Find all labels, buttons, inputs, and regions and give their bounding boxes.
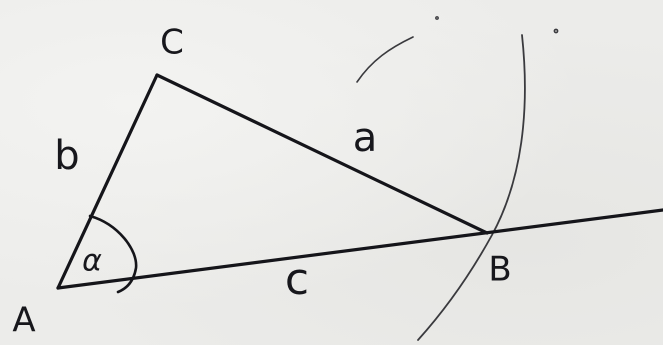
- side-c-line: [56, 208, 663, 290]
- side-a-line: [155, 73, 489, 235]
- angle-label-alpha: α: [82, 244, 102, 279]
- construction-mark: [356, 36, 414, 83]
- side-label-b: b: [54, 133, 79, 179]
- vertex-label-c: C: [160, 23, 184, 63]
- side-label-c: c: [285, 254, 309, 305]
- side-label-a: a: [353, 115, 378, 161]
- angle-alpha-arc: [88, 214, 138, 294]
- construction-dot-2: [553, 28, 559, 34]
- vertex-label-a: A: [12, 301, 35, 341]
- side-b-line: [56, 73, 159, 290]
- construction-arc: [417, 34, 526, 341]
- construction-dot: [435, 16, 439, 20]
- vertex-label-b: B: [488, 250, 511, 290]
